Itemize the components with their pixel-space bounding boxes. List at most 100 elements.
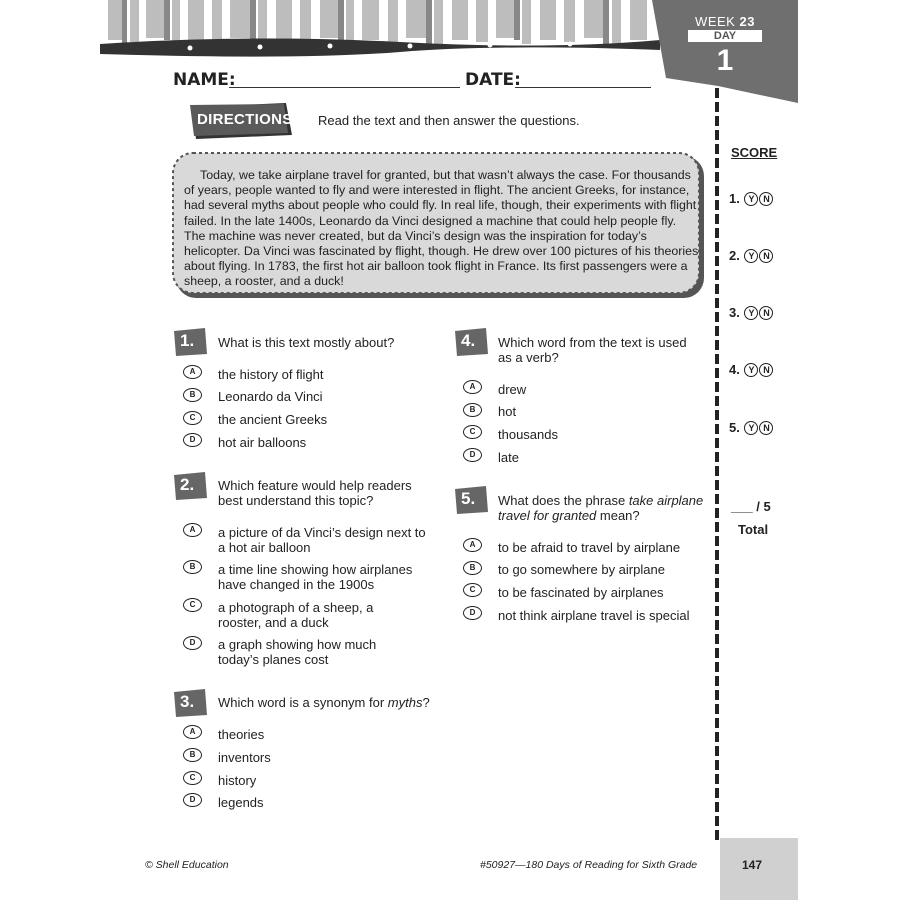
- question-5-option-b-bubble[interactable]: B: [463, 561, 482, 575]
- question-5-number: 5.: [461, 489, 476, 508]
- question-4-option-c: thousands: [498, 427, 558, 442]
- question-5-option-a: to be afraid to travel by airplane: [498, 540, 681, 555]
- score-item-number: 1.: [729, 191, 740, 206]
- question-2-option-c-bubble[interactable]: C: [183, 598, 202, 612]
- no-circle[interactable]: N: [759, 249, 774, 263]
- question-number-badge: [174, 472, 207, 500]
- page-number: 147: [742, 858, 763, 872]
- question-3-option-a: theories: [218, 727, 265, 742]
- question-1-option-a-bubble[interactable]: A: [183, 365, 202, 379]
- question-4-option-c-bubble[interactable]: C: [463, 425, 482, 439]
- question-2-option-b-bubble[interactable]: B: [183, 560, 202, 574]
- question-2-text: Which feature would help readers best un…: [218, 478, 412, 508]
- passage-text: Today, we take airplane travel for grant…: [184, 168, 700, 290]
- score-item-number: 4.: [729, 362, 740, 377]
- no-circle[interactable]: N: [759, 192, 774, 206]
- week-label: WEEK 23: [695, 14, 755, 29]
- question-3-option-c-bubble[interactable]: C: [183, 771, 202, 785]
- question-5-text-end: mean?: [596, 508, 640, 523]
- question-2-option-d: a graph showing how much today’s planes …: [218, 637, 377, 667]
- question-2-option-a-bubble[interactable]: A: [183, 523, 202, 537]
- date-label: DATE:: [465, 70, 521, 90]
- yes-circle[interactable]: Y: [744, 363, 759, 377]
- question-2-option-c: a photograph of a sheep, a rooster, and …: [218, 600, 374, 630]
- question-5-option-a-bubble[interactable]: A: [463, 538, 482, 552]
- question-4-text: Which word from the text is used as a ve…: [498, 335, 687, 365]
- score-divider: [715, 88, 719, 840]
- question-5-option-d-bubble[interactable]: D: [463, 606, 482, 620]
- question-1-option-b: Leonardo da Vinci: [218, 389, 323, 404]
- question-number-badge: [455, 486, 488, 514]
- question-4-option-a: drew: [498, 382, 527, 397]
- question-3-option-c: history: [218, 773, 257, 788]
- question-number-badge: [455, 328, 488, 356]
- question-2-option-b: a time line showing how airplanes have c…: [218, 562, 413, 592]
- yes-circle[interactable]: Y: [744, 249, 759, 263]
- day-number: 1: [716, 44, 734, 77]
- question-number-badge: [174, 689, 207, 717]
- question-1-option-b-bubble[interactable]: B: [183, 388, 202, 402]
- yes-circle[interactable]: Y: [744, 306, 759, 320]
- directions-badge-label: DIRECTIONS: [197, 111, 293, 128]
- question-3-option-a-bubble[interactable]: A: [183, 725, 202, 739]
- no-circle[interactable]: N: [759, 306, 774, 320]
- score-item-number: 5.: [729, 420, 740, 435]
- question-5-option-c-bubble[interactable]: C: [463, 583, 482, 597]
- question-1-option-c-bubble[interactable]: C: [183, 411, 202, 425]
- date-field[interactable]: [515, 87, 651, 88]
- name-field[interactable]: [229, 87, 460, 88]
- footer-band: [720, 838, 798, 900]
- question-4-number: 4.: [461, 331, 476, 350]
- question-4-option-b: hot: [498, 404, 517, 419]
- question-5-text-start: What does the phrase: [498, 493, 629, 508]
- directions-text: Read the text and then answer the questi…: [318, 113, 580, 128]
- score-item-number: 3.: [729, 305, 740, 320]
- question-1-option-c: the ancient Greeks: [218, 412, 328, 427]
- question-3-option-b: inventors: [218, 750, 271, 765]
- no-circle[interactable]: N: [759, 421, 774, 435]
- passage-paragraph: Today, we take airplane travel for grant…: [184, 168, 699, 289]
- question-3-text: Which word is a synonym for myths?: [218, 695, 438, 710]
- question-1-number: 1.: [180, 331, 195, 350]
- name-label: NAME:: [173, 70, 236, 90]
- question-4-option-a-bubble[interactable]: A: [463, 380, 482, 394]
- question-2-option-a: a picture of da Vinci’s design next to a…: [218, 525, 426, 555]
- score-total: ___ / 5: [731, 499, 771, 514]
- question-5-option-d: not think airplane travel is special: [498, 608, 690, 623]
- question-5-option-c: to be fascinated by airplanes: [498, 585, 664, 600]
- question-1-option-d: hot air balloons: [218, 435, 307, 450]
- yes-circle[interactable]: Y: [744, 421, 759, 435]
- question-1-option-a: the history of flight: [218, 367, 324, 382]
- yes-circle[interactable]: Y: [744, 192, 759, 206]
- question-5-option-b: to go somewhere by airplane: [498, 562, 665, 577]
- worksheet-page: [100, 0, 798, 900]
- score-total-label: Total: [738, 522, 769, 537]
- question-3-text-emphasis: myths: [387, 695, 423, 710]
- book-title: #50927—180 Days of Reading for Sixth Gra…: [480, 859, 698, 871]
- score-item-number: 2.: [729, 248, 740, 263]
- question-3-text-start: Which word is a synonym for: [218, 695, 388, 710]
- question-4-option-b-bubble[interactable]: B: [463, 403, 482, 417]
- question-4-option-d-bubble[interactable]: D: [463, 448, 482, 462]
- question-3-option-d: legends: [218, 795, 264, 810]
- question-2-option-d-bubble[interactable]: D: [183, 636, 202, 650]
- copyright: © Shell Education: [145, 859, 229, 871]
- score-title: SCORE: [731, 145, 778, 160]
- question-3-text-end: ?: [422, 695, 430, 710]
- week-tab-shape: [652, 0, 798, 103]
- question-3-option-d-bubble[interactable]: D: [183, 793, 202, 807]
- question-number-badge: [174, 328, 207, 356]
- question-1-text: What is this text mostly about?: [218, 335, 395, 350]
- directions-badge: DIRECTIONS: [190, 103, 292, 139]
- question-2-number: 2.: [180, 475, 195, 494]
- question-5-text-emphasis: take airplane travel for granted: [498, 493, 704, 523]
- question-5-text: What does the phrase take airplane trave…: [498, 493, 708, 523]
- no-circle[interactable]: N: [759, 363, 774, 377]
- question-3-option-b-bubble[interactable]: B: [183, 748, 202, 762]
- question-1-option-d-bubble[interactable]: D: [183, 433, 202, 447]
